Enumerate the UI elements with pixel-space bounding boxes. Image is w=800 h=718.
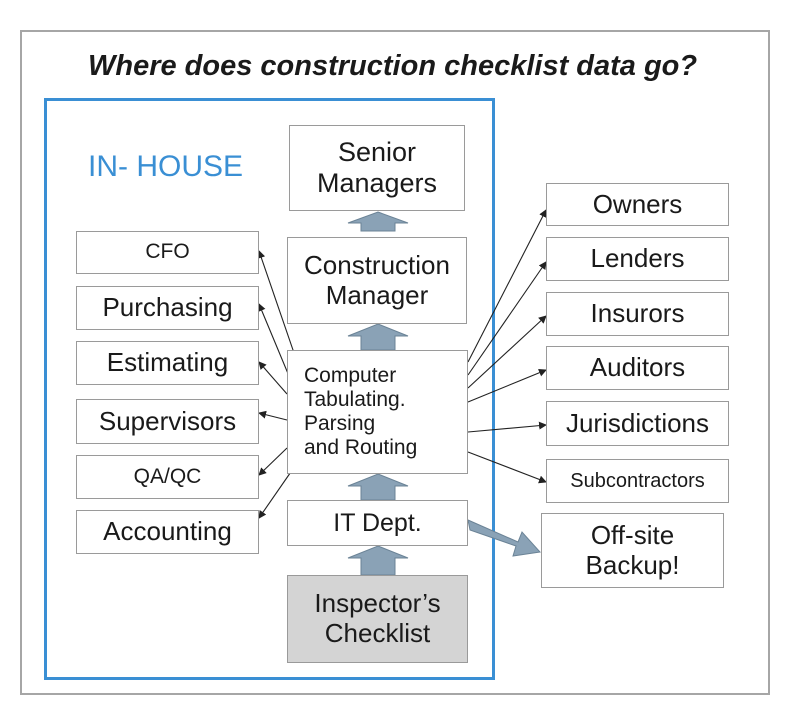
- purchasing-box: Purchasing: [76, 286, 259, 330]
- arrow-to-auditors: [467, 368, 547, 403]
- arrow-to-estimating: [258, 361, 288, 395]
- computer-line3: Parsing: [304, 412, 376, 435]
- accounting-box: Accounting: [76, 510, 259, 554]
- diagram-title: Where does construction checklist data g…: [88, 50, 698, 82]
- arrow-to-supervisors: [258, 410, 288, 421]
- offsite-line2: Backup!: [585, 549, 680, 580]
- it-dept-label: IT Dept.: [333, 508, 422, 537]
- purchasing-label: Purchasing: [102, 292, 233, 323]
- insurors-label: Insurors: [590, 298, 685, 329]
- insurors-box: Insurors: [546, 292, 729, 336]
- auditors-label: Auditors: [589, 352, 686, 383]
- jurisdictions-box: Jurisdictions: [546, 401, 729, 446]
- owners-label: Owners: [592, 188, 683, 219]
- offsite-line1: Off-site: [590, 519, 675, 550]
- computer-routing-box: Computer Tabulating. Parsing and Routing: [287, 350, 468, 474]
- senior-managers-line2: Managers: [316, 168, 438, 198]
- arrow-to-jurisdictions: [467, 421, 547, 433]
- it-dept-box: IT Dept.: [287, 500, 468, 546]
- inspector-line2: Checklist: [324, 618, 431, 648]
- lenders-label: Lenders: [590, 243, 685, 274]
- block-arrow-offsite: [467, 519, 541, 557]
- inspector-checklist-box: Inspector’s Checklist: [287, 575, 468, 663]
- estimating-label: Estimating: [106, 347, 229, 378]
- block-arrow-up-2: [347, 323, 409, 351]
- computer-line1: Computer: [304, 363, 397, 387]
- supervisors-label: Supervisors: [98, 405, 237, 436]
- outer-frame: [20, 30, 770, 695]
- construction-manager-line1: Construction: [304, 249, 450, 280]
- lenders-box: Lenders: [546, 237, 729, 281]
- qaqc-box: QA/QC: [76, 455, 259, 499]
- inspector-line1: Inspector’s: [314, 588, 441, 619]
- inhouse-label: IN- HOUSE: [88, 150, 244, 183]
- block-arrow-up-3: [347, 473, 409, 501]
- computer-line4: and Routing: [304, 436, 418, 460]
- subcontractors-box: Subcontractors: [546, 459, 729, 503]
- inhouse-frame: [44, 98, 495, 680]
- cfo-label: CFO: [145, 240, 190, 264]
- estimating-box: Estimating: [76, 341, 259, 385]
- block-arrow-up-1: [347, 211, 409, 232]
- qaqc-label: QA/QC: [133, 464, 202, 488]
- arrow-to-accounting: [258, 465, 296, 519]
- construction-manager-line2: Manager: [325, 279, 429, 310]
- senior-managers-line1: Senior: [337, 136, 417, 167]
- arrow-to-lenders: [467, 261, 547, 376]
- supervisors-box: Supervisors: [76, 399, 259, 444]
- computer-line2: Tabulating.: [304, 387, 406, 411]
- construction-manager-box: Construction Manager: [287, 237, 467, 324]
- arrow-to-qaqc: [258, 447, 288, 476]
- owners-box: Owners: [546, 183, 729, 226]
- senior-managers-box: Senior Managers: [289, 125, 465, 211]
- arrow-to-insurors: [467, 315, 547, 389]
- subcontractors-label: Subcontractors: [570, 469, 705, 492]
- arrow-to-owners: [467, 209, 547, 363]
- block-arrow-up-4: [347, 545, 409, 576]
- cfo-box: CFO: [76, 231, 259, 274]
- jurisdictions-label: Jurisdictions: [565, 407, 710, 438]
- arrow-to-subcontractors: [467, 451, 547, 484]
- accounting-label: Accounting: [103, 516, 232, 547]
- auditors-box: Auditors: [546, 346, 729, 390]
- offsite-backup-box: Off-site Backup!: [541, 513, 724, 588]
